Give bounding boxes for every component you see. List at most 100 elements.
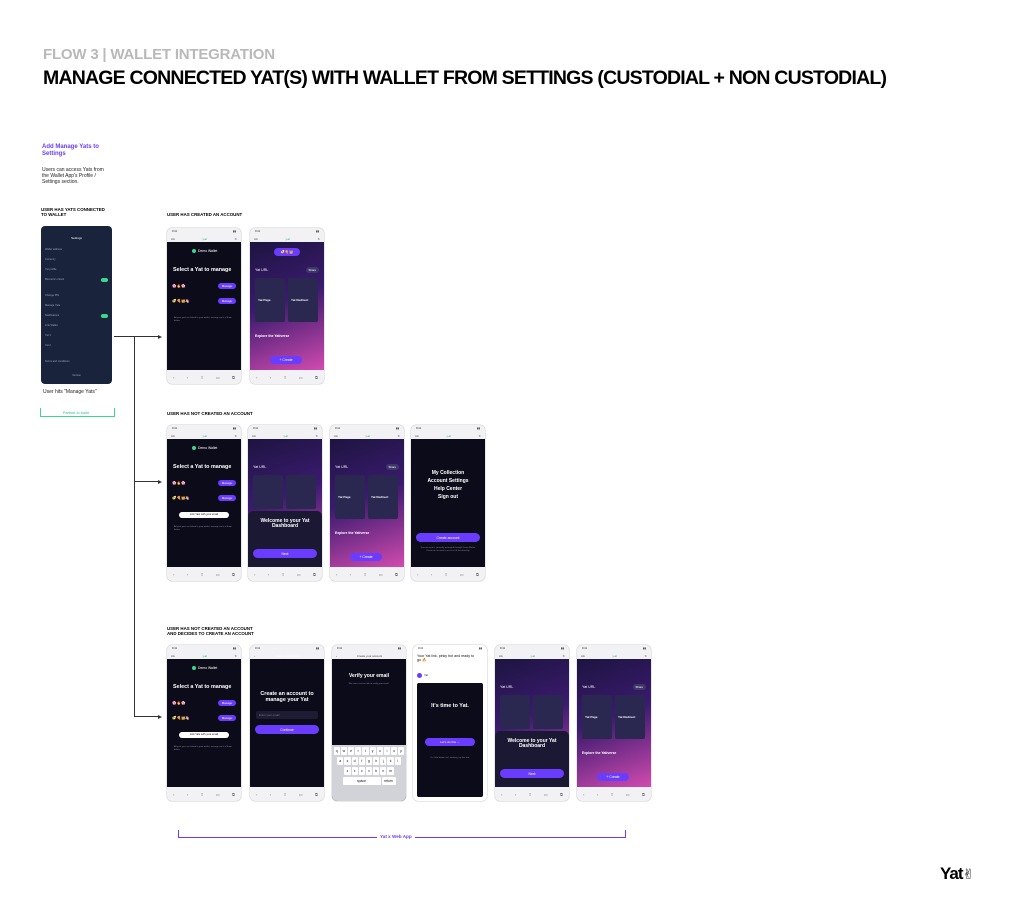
key[interactable]: k: [387, 757, 394, 765]
sidebar-heading: Add Manage Yats to Settings: [42, 144, 99, 157]
webapp-bracket: Yat x Web App: [178, 830, 626, 839]
yat-redirect-card[interactable]: Yat Redirect: [288, 278, 318, 322]
menu-item[interactable]: Account Settings: [427, 478, 469, 484]
explore-label: Explore the Yativerse: [255, 334, 290, 338]
manage-button[interactable]: Manage: [217, 283, 236, 289]
key[interactable]: e: [347, 747, 355, 755]
key[interactable]: u: [376, 747, 383, 755]
key[interactable]: t: [362, 747, 369, 755]
create-button[interactable]: + Create: [597, 773, 629, 781]
create-account-title: Create an account to manage your Yat: [260, 691, 314, 703]
key[interactable]: d: [351, 757, 358, 765]
manage-button[interactable]: Manage: [217, 715, 236, 721]
settings-row[interactable]: Yat 1: [45, 334, 51, 337]
settings-title: Settings: [71, 236, 82, 240]
settings-row[interactable]: Wallet address: [45, 248, 63, 251]
settings-row[interactable]: Yat 2: [45, 344, 51, 347]
settings-row[interactable]: Notifications: [45, 312, 108, 319]
key[interactable]: g: [365, 757, 373, 765]
key[interactable]: c: [358, 767, 365, 775]
key[interactable]: b: [373, 767, 380, 775]
section-label-not-created: USER HAS NOT CREATED AN ACCOUNT: [167, 411, 253, 416]
space-key[interactable]: space: [342, 777, 381, 785]
settings-row[interactable]: Terms and conditions: [45, 360, 70, 363]
return-key[interactable]: return: [381, 777, 396, 785]
email-title: It's time to Yat.: [431, 703, 469, 709]
verify-title: Verify your email: [348, 673, 390, 679]
version-row: Version: [72, 374, 81, 377]
manage-button[interactable]: Manage: [217, 298, 236, 304]
next-button[interactable]: Next: [253, 549, 317, 558]
email-field[interactable]: Enter your email: [256, 711, 318, 719]
manage-button[interactable]: Manage: [217, 495, 236, 501]
settings-row[interactable]: Biometric unlock: [45, 276, 108, 283]
share-button[interactable]: Share: [305, 267, 319, 273]
key[interactable]: x: [351, 767, 358, 775]
phone-verify-email: 9:41▮▮ ‹Create your account Verify your …: [332, 645, 406, 801]
key[interactable]: m: [387, 767, 394, 775]
create-button[interactable]: + Create: [350, 553, 382, 561]
key[interactable]: a: [337, 757, 344, 765]
phone-create-account: 9:41▮▮ ‹Create your account Create an ac…: [250, 645, 324, 801]
key[interactable]: z: [344, 767, 351, 775]
page-title: MANAGE CONNECTED YAT(S) WITH WALLET FROM…: [43, 67, 887, 89]
key[interactable]: q: [333, 747, 340, 755]
create-account-button[interactable]: Create account: [416, 533, 480, 542]
toggle[interactable]: [101, 277, 108, 282]
avatar: [417, 673, 422, 678]
menu-item[interactable]: Help Center: [433, 486, 463, 492]
key[interactable]: f: [358, 757, 365, 765]
menu-item[interactable]: My Collection: [431, 470, 465, 476]
link-email-button[interactable]: Link Yats with your email: [179, 512, 229, 518]
key[interactable]: l: [394, 757, 401, 765]
menu-item[interactable]: Sign out: [438, 494, 458, 500]
select-yat-title: Select a Yat to manage: [173, 267, 232, 273]
key[interactable]: j: [380, 757, 387, 765]
demo-wallet-badge: Demo Wallet: [192, 249, 217, 253]
key[interactable]: r: [355, 747, 362, 755]
key[interactable]: i: [383, 747, 391, 755]
key[interactable]: y: [369, 747, 376, 755]
manage-button[interactable]: Manage: [217, 700, 236, 706]
lets-do-this-button[interactable]: Let's do this →: [425, 738, 475, 746]
continue-button[interactable]: Continue: [255, 725, 319, 734]
email-client: 9:41▮▮ Your Yat link, pinky bot and read…: [413, 645, 487, 801]
settings-row[interactable]: Currency: [45, 258, 56, 261]
yat-url-label: Yat URL: [255, 268, 269, 272]
yat-logo: Yat✌: [940, 864, 974, 883]
key[interactable]: o: [391, 747, 398, 755]
create-button[interactable]: + Create: [270, 356, 302, 364]
key[interactable]: n: [380, 767, 387, 775]
key[interactable]: h: [373, 757, 380, 765]
partner-bracket: Partner to build: [40, 408, 115, 417]
settings-row[interactable]: Change PIN: [45, 294, 60, 297]
caption-manage-yats: User hits "Manage Yats": [43, 389, 97, 395]
link-email-button[interactable]: Link Yats with your email: [179, 732, 229, 738]
settings-row[interactable]: Yat profile: [45, 268, 57, 271]
key[interactable]: w: [340, 747, 347, 755]
manage-button[interactable]: Manage: [217, 480, 236, 486]
section-label-created: USER HAS CREATED AN ACCOUNT: [167, 212, 243, 217]
key[interactable]: p: [398, 747, 405, 755]
connected-label: USER HAS YATS CONNECTED TO WALLET: [41, 207, 105, 218]
welcome-title: Welcome to your Yat Dashboard: [260, 518, 310, 530]
sidebar-description: Users can access Yats from the Wallet Ap…: [42, 167, 104, 186]
key[interactable]: s: [344, 757, 351, 765]
email-subject: Your Yat link, pinky bot and ready to go…: [417, 654, 475, 662]
manage-yats-row[interactable]: Manage Yats: [45, 304, 61, 307]
yat-page-card[interactable]: Yat Page: [255, 278, 285, 322]
settings-row[interactable]: Link Wallet: [45, 324, 58, 327]
toggle[interactable]: [101, 313, 108, 318]
welcome-sheet: Welcome to your Yat Dashboard Next: [248, 511, 322, 567]
key[interactable]: v: [365, 767, 373, 775]
next-button[interactable]: Next: [500, 769, 564, 778]
